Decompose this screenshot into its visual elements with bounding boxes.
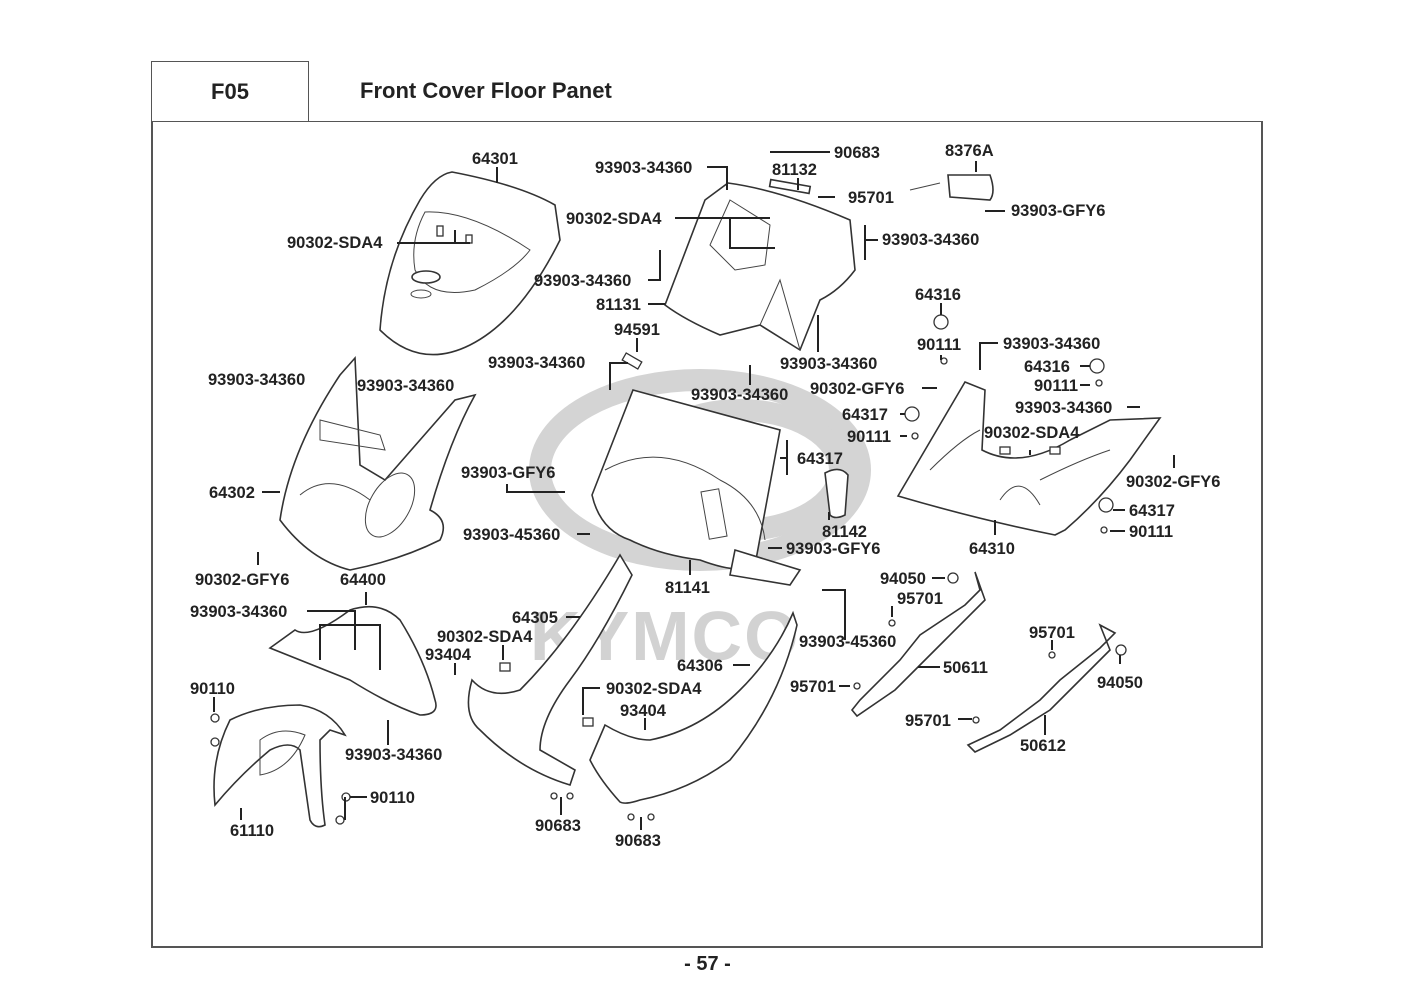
page-title: Front Cover Floor Panet xyxy=(360,78,612,103)
part-64302-front-lower-cover xyxy=(279,355,477,571)
part-label: 90302-SDA4 xyxy=(606,680,702,698)
part-label: 64400 xyxy=(340,571,386,589)
part-label: 94591 xyxy=(614,321,660,339)
part-label: 64305 xyxy=(512,609,558,627)
part-label: 95701 xyxy=(790,678,836,696)
part-label: 64306 xyxy=(677,657,723,675)
part-label: 93903-34360 xyxy=(780,355,877,373)
part-label: 93903-34360 xyxy=(534,272,631,290)
part-label: 95701 xyxy=(848,189,894,207)
leader-lines xyxy=(213,151,1175,830)
section-code: F05 xyxy=(151,61,309,121)
part-8376A-hook xyxy=(909,174,994,201)
part-label: 90110 xyxy=(190,680,235,698)
page-number: - 57 - xyxy=(684,953,731,975)
part-64310-floor-panel xyxy=(896,381,1162,536)
part-label: 64310 xyxy=(969,540,1015,558)
part-label: 93903-34360 xyxy=(1003,335,1100,353)
part-label: 90111 xyxy=(1129,523,1173,541)
part-label: 90302-SDA4 xyxy=(984,424,1080,442)
part-label: 95701 xyxy=(1029,624,1075,642)
part-label: 90302-GFY6 xyxy=(1126,473,1220,491)
part-81131-inner-cover xyxy=(664,178,856,352)
part-label: 94050 xyxy=(880,570,926,588)
part-label: 90302-GFY6 xyxy=(195,571,289,589)
part-label: 81131 xyxy=(596,296,641,314)
fastener-glyphs xyxy=(210,314,1127,825)
part-label: 90302-SDA4 xyxy=(566,210,662,228)
part-label: 94050 xyxy=(1097,674,1143,692)
part-label: 93903-34360 xyxy=(595,159,692,177)
part-label: 61110 xyxy=(230,822,274,840)
part-label: 95701 xyxy=(905,712,951,730)
part-label: 93404 xyxy=(425,646,472,664)
part-label: 93903-45360 xyxy=(463,526,560,544)
part-label: 93903-34360 xyxy=(357,377,454,395)
part-label: 93903-34360 xyxy=(691,386,788,404)
part-label: 90683 xyxy=(834,144,880,162)
part-label: 93903-34360 xyxy=(345,746,442,764)
part-label: 93404 xyxy=(620,702,667,720)
part-label: 93903-GFY6 xyxy=(786,540,880,558)
part-50611-bracket xyxy=(850,571,986,718)
part-label: 90302-SDA4 xyxy=(437,628,533,646)
part-label: 64316 xyxy=(915,286,961,304)
part-label: 93903-34360 xyxy=(882,231,979,249)
part-label: 64316 xyxy=(1024,358,1070,376)
part-label: 90302-GFY6 xyxy=(810,380,904,398)
part-label: 93903-34360 xyxy=(1015,399,1112,417)
part-label: 64301 xyxy=(472,150,518,168)
part-label: 90111 xyxy=(917,336,961,354)
part-label: 93903-34360 xyxy=(190,603,287,621)
part-label: 64317 xyxy=(797,450,843,468)
part-labels: 64301 90302-SDA4 93903-34360 90683 81132… xyxy=(190,142,1220,850)
part-label: 90302-SDA4 xyxy=(287,234,383,252)
part-64400-inner-fender xyxy=(268,605,437,716)
part-label: 95701 xyxy=(897,590,943,608)
part-64306-right-side-cover xyxy=(589,610,798,804)
part-64301-front-upper-cover xyxy=(379,171,561,356)
part-61110-front-fender xyxy=(213,704,347,828)
part-50612-bracket xyxy=(966,623,1117,753)
part-81141-leg-shield-inner xyxy=(591,389,802,586)
part-label: 90683 xyxy=(535,817,581,835)
part-label: 90110 xyxy=(370,789,415,807)
part-label: 90111 xyxy=(847,428,891,446)
diagram-frame xyxy=(151,121,1263,948)
part-label: 64302 xyxy=(209,484,255,502)
part-label: 81142 xyxy=(822,523,867,541)
part-label: 64317 xyxy=(1129,502,1175,520)
part-label: 90683 xyxy=(615,832,661,850)
part-label: 93903-45360 xyxy=(799,633,896,651)
part-label: 64317 xyxy=(842,406,888,424)
part-label: 93903-GFY6 xyxy=(461,464,555,482)
part-64305-left-side-cover xyxy=(467,553,633,786)
part-label: 8376A xyxy=(945,142,994,160)
part-label: 50611 xyxy=(943,659,988,677)
part-label: 90111 xyxy=(1034,377,1078,395)
part-label: 93903-GFY6 xyxy=(1011,202,1105,220)
part-label: 93903-34360 xyxy=(208,371,305,389)
part-label: 50612 xyxy=(1020,737,1066,755)
part-label: 93903-34360 xyxy=(488,354,585,372)
section-code-text: F05 xyxy=(211,78,249,104)
part-81142-grommet xyxy=(824,468,849,519)
part-label: 81132 xyxy=(772,161,817,179)
part-label: 81141 xyxy=(665,579,710,597)
